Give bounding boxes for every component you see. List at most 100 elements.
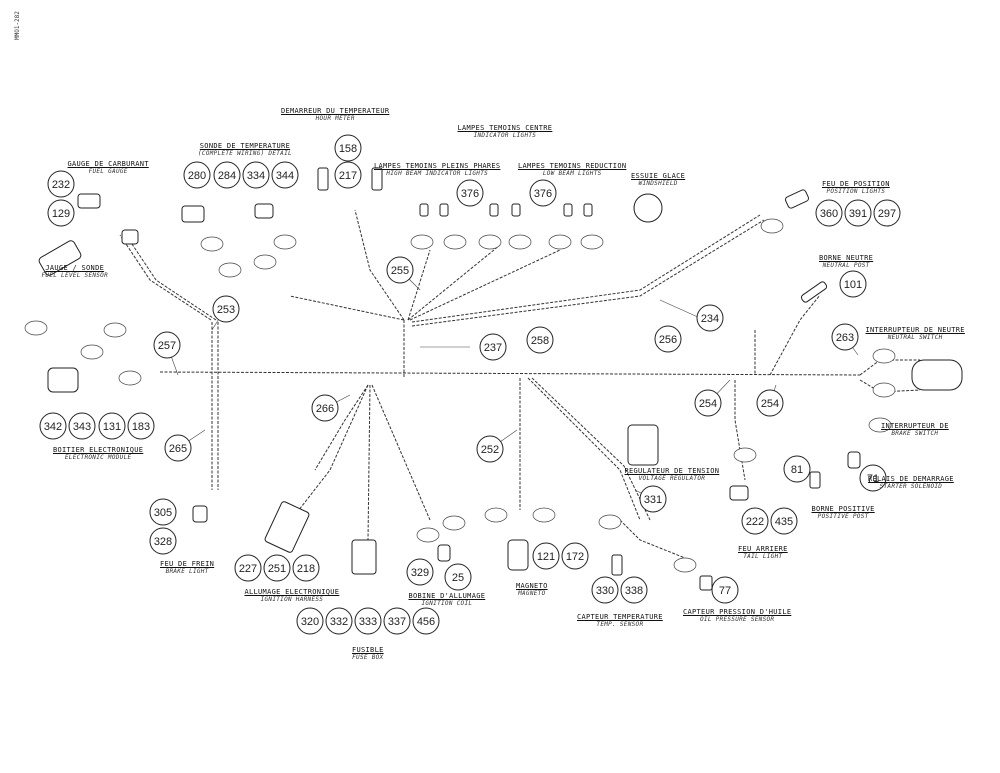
part-number-text: 77	[719, 585, 731, 597]
part-number-text: 227	[239, 563, 257, 575]
part-callout: 344	[271, 161, 299, 189]
part-number-text: 297	[878, 208, 896, 220]
part-callout-circle	[311, 394, 339, 422]
label-french: INTERRUPTEUR DE	[881, 422, 949, 430]
part-callout: 435	[770, 507, 798, 535]
part-callout-circle	[532, 542, 560, 570]
part-callout-circle	[591, 576, 619, 604]
regulator-wire	[527, 377, 641, 521]
part-number-text: 333	[359, 616, 377, 628]
part-number-text: 217	[339, 170, 357, 182]
part-callout-circle	[406, 558, 434, 586]
part-callout-circle	[654, 325, 682, 353]
part-number-text: 158	[339, 143, 357, 155]
part-number-text: 251	[268, 563, 286, 575]
label-french: BORNE NEUTRE	[819, 254, 874, 262]
part-callout-circle	[149, 498, 177, 526]
part-callout: 253	[212, 295, 240, 323]
part-callout: 255	[386, 256, 414, 284]
oil-pressure-sensor-icon	[699, 575, 713, 591]
main-harness-wire	[159, 371, 861, 376]
part-callout: 252	[476, 435, 504, 463]
part-callout-circle	[263, 554, 291, 582]
label-english: IGNITION HARNESS	[260, 596, 324, 603]
part-callout-circle	[68, 412, 96, 440]
label-french: ALLUMAGE ELECTRONIQUE	[244, 588, 340, 596]
part-number-text: 131	[103, 421, 121, 433]
part-callout: 333	[354, 607, 382, 635]
position-light-icon	[784, 189, 810, 209]
part-callout: 256	[654, 325, 682, 353]
hour-meter-icon	[317, 167, 329, 191]
part-number-text: 330	[596, 585, 614, 597]
label-english: ELECTRONIC MODULE	[64, 454, 132, 461]
label-french: BOBINE D'ALLUMAGE	[408, 592, 486, 600]
part-number-text: 256	[659, 334, 677, 346]
part-callout: 456	[412, 607, 440, 635]
part-callout-circle	[476, 435, 504, 463]
label-french: FEU DE FREIN	[160, 560, 215, 568]
part-number-text: 232	[52, 179, 70, 191]
part-callout: 305	[149, 498, 177, 526]
label-english: STARTER SOLENOID	[879, 483, 943, 490]
part-callout-circle	[831, 323, 859, 351]
part-callout: 234	[696, 304, 724, 332]
label-french: FUSIBLE	[352, 646, 384, 654]
part-number-text: 376	[534, 188, 552, 200]
part-callout: 251	[263, 554, 291, 582]
windshield-wiper-icon	[633, 193, 663, 223]
ignition-harness-icon	[264, 501, 310, 553]
label-english: MAGNETO	[518, 590, 546, 597]
part-callout: 121	[532, 542, 560, 570]
part-number-text: 329	[411, 567, 429, 579]
label-french: BORNE POSITIVE	[811, 505, 875, 513]
part-callout: 77	[711, 576, 739, 604]
part-callout-circle	[696, 304, 724, 332]
part-callout-circle	[98, 412, 126, 440]
part-callout: 320	[296, 607, 324, 635]
part-callout: 342	[39, 412, 67, 440]
part-number-text: 254	[761, 398, 779, 410]
part-callout-circle	[815, 199, 843, 227]
label-french: FEU ARRIERE	[738, 545, 788, 553]
label-french: MAGNETO	[516, 582, 548, 590]
part-callout-circle	[47, 199, 75, 227]
part-callout-circle	[770, 507, 798, 535]
label-english: INDICATOR LIGHTS	[473, 132, 537, 139]
part-callout-circle	[354, 607, 382, 635]
fuel-gauge-connector-icon	[77, 193, 101, 209]
part-callout: 266	[311, 394, 339, 422]
part-callout: 376	[456, 179, 484, 207]
label-french: LAMPES TEMOINS CENTRE	[457, 124, 553, 132]
part-callout: 172	[561, 542, 589, 570]
part-number-text: 101	[844, 279, 862, 291]
part-callout-circle	[526, 326, 554, 354]
part-callout-circle	[412, 607, 440, 635]
part-callout-circle	[292, 554, 320, 582]
part-number-text: 332	[330, 616, 348, 628]
part-callout: 391	[844, 199, 872, 227]
label-english: TEMP. SENSOR	[596, 621, 644, 628]
part-callout-circle	[164, 434, 192, 462]
label-english: NEUTRAL SWITCH	[887, 334, 943, 341]
part-callout-circle	[271, 161, 299, 189]
part-number-text: 456	[417, 616, 435, 628]
label-english: FUSE BOX	[352, 654, 384, 661]
label-french: ESSUIE GLACE	[631, 172, 686, 180]
part-number-text: 320	[301, 616, 319, 628]
part-callout-circle	[839, 270, 867, 298]
part-number-text: 121	[537, 551, 555, 563]
part-callout: 280	[183, 161, 211, 189]
electronic-module-icon	[47, 367, 79, 393]
part-number-text: 71	[867, 473, 879, 485]
low-beam-bulb-icon	[563, 203, 573, 217]
